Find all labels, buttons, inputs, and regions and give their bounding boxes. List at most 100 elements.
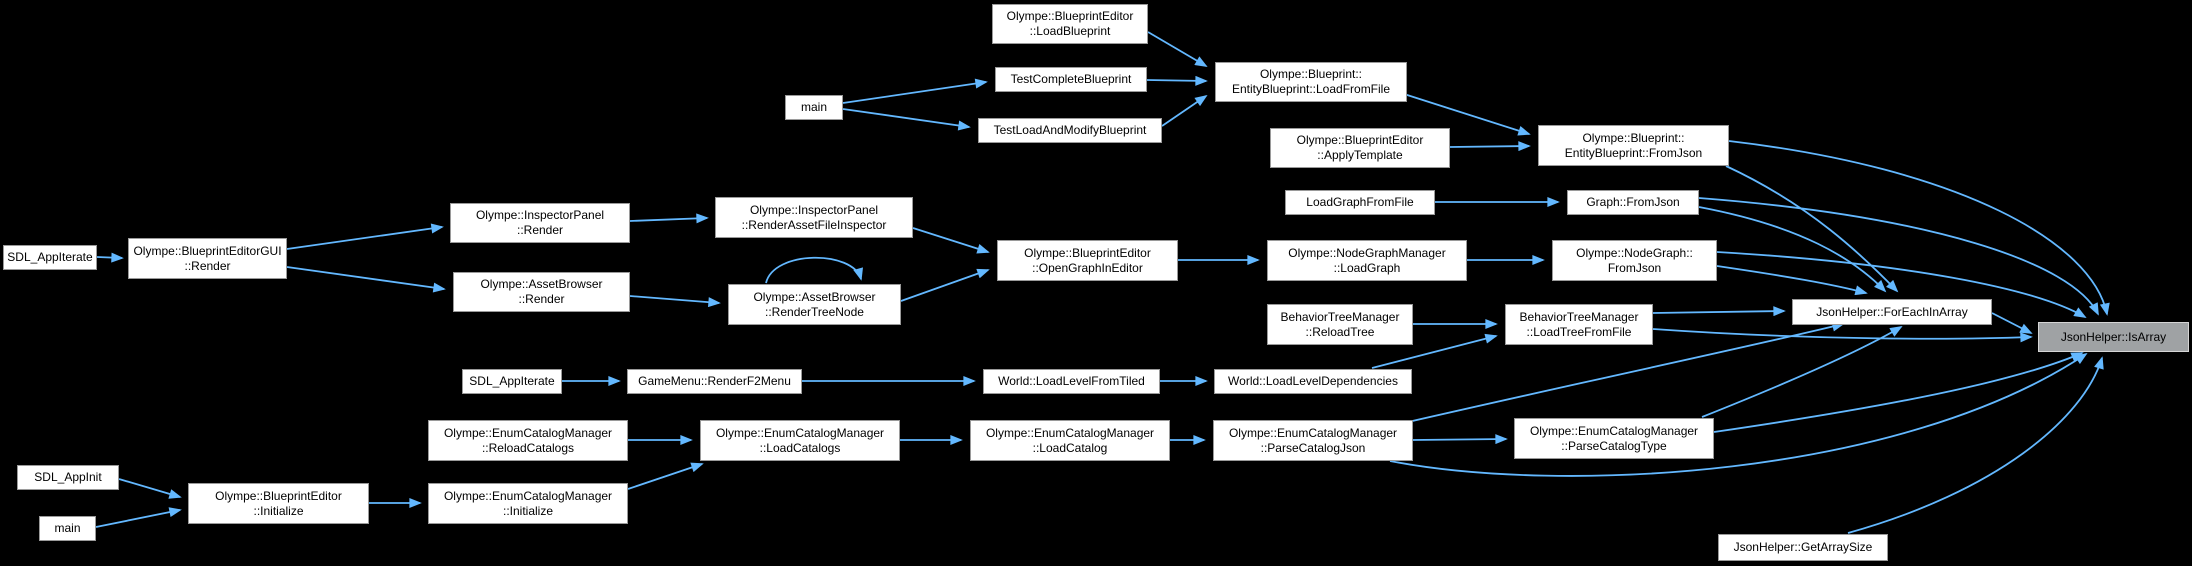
node-main-bottom[interactable]: main xyxy=(39,516,96,541)
node-world-load-level-dependencies[interactable]: World::LoadLevelDependencies xyxy=(1214,369,1412,394)
node-label-line: SDL_AppInit xyxy=(34,470,102,484)
edge-entity-blueprint-from-json-to-for-each-in-array xyxy=(1725,165,1899,293)
node-graph-from-json[interactable]: Graph::FromJson xyxy=(1567,190,1699,215)
node-label-line: ::LoadBlueprint xyxy=(1029,24,1111,38)
node-label-line: ::OpenGraphInEditor xyxy=(1032,260,1143,275)
node-label-line: ::ParseCatalogType xyxy=(1561,438,1667,453)
node-btm-load-tree-from-file[interactable]: BehaviorTreeManager::LoadTreeFromFile xyxy=(1505,304,1653,345)
edge-apply-template-to-entity-blueprint-from-json xyxy=(1449,141,1531,152)
node-ecm-parse-catalog-type[interactable]: Olympe::EnumCatalogManager::ParseCatalog… xyxy=(1514,418,1714,459)
edge-node-graph-from-json-to-is-array xyxy=(1716,251,2087,318)
node-test-load-and-modify-blueprint[interactable]: TestLoadAndModifyBlueprint xyxy=(978,118,1162,143)
node-label-line: ::ApplyTemplate xyxy=(1317,148,1403,162)
node-entity-blueprint-load-from-file[interactable]: Olympe::Blueprint::EntityBlueprint::Load… xyxy=(1215,62,1407,102)
node-label-line: ::RenderAssetFileInspector xyxy=(741,217,887,232)
edge-entity-blueprint-from-json-to-is-array xyxy=(1728,140,2110,316)
node-label-line: Graph::FromJson xyxy=(1586,195,1680,209)
node-entity-blueprint-from-json[interactable]: Olympe::Blueprint::EntityBlueprint::From… xyxy=(1538,125,1729,166)
node-label-line: TestLoadAndModifyBlueprint xyxy=(993,123,1147,137)
node-ecm-parse-catalog-json[interactable]: Olympe::EnumCatalogManager::ParseCatalog… xyxy=(1213,420,1413,461)
node-label-line: Olympe::NodeGraphManager xyxy=(1288,245,1446,260)
edge-get-array-size-to-is-array xyxy=(1847,356,2104,534)
edge-world-load-level-dependencies-to-btm-load-tree-from-file xyxy=(1371,333,1498,369)
node-label-line: Olympe::EnumCatalogManager xyxy=(715,425,885,440)
node-ecm-reload-catalogs[interactable]: Olympe::EnumCatalogManager::ReloadCatalo… xyxy=(428,420,628,461)
node-inspector-panel-render[interactable]: Olympe::InspectorPanel::Render xyxy=(450,203,630,243)
node-for-each-in-array[interactable]: JsonHelper::ForEachInArray xyxy=(1792,299,1992,325)
node-node-graph-from-json[interactable]: Olympe::NodeGraph::FromJson xyxy=(1552,240,1717,281)
node-label-line: Olympe::BlueprintEditor xyxy=(1024,245,1151,260)
node-load-blueprint[interactable]: Olympe::BlueprintEditor::LoadBlueprint xyxy=(992,4,1148,44)
node-label-line: BehaviorTreeManager xyxy=(1280,309,1400,324)
node-sdl-app-iterate-menu[interactable]: SDL_AppIterate xyxy=(462,369,562,394)
node-game-menu-render-f2-menu[interactable]: GameMenu::RenderF2Menu xyxy=(627,369,802,394)
node-label-line: World::LoadLevelDependencies xyxy=(1228,374,1398,388)
node-load-graph-from-file[interactable]: LoadGraphFromFile xyxy=(1285,190,1435,215)
edge-graph-from-json-to-for-each-in-array xyxy=(1698,206,1887,293)
edge-blueprint-editor-gui-render-to-inspector-panel-render xyxy=(286,223,444,250)
edge-render-tree-node-to-render-tree-node xyxy=(765,256,863,284)
node-label-line: ::RenderTreeNode xyxy=(765,304,864,319)
node-label-line: Olympe::BlueprintEditor xyxy=(215,488,342,503)
node-btm-reload-tree[interactable]: BehaviorTreeManager::ReloadTree xyxy=(1267,304,1413,345)
node-label-line: SDL_AppIterate xyxy=(7,250,93,264)
node-render-tree-node[interactable]: Olympe::AssetBrowser::RenderTreeNode xyxy=(728,284,901,325)
node-sdl-app-init[interactable]: SDL_AppInit xyxy=(17,465,119,490)
node-world-load-level-from-tiled[interactable]: World::LoadLevelFromTiled xyxy=(983,369,1160,394)
node-label-line: Olympe::AssetBrowser xyxy=(753,289,876,304)
node-blueprint-editor-gui-render[interactable]: Olympe::BlueprintEditorGUI::Render xyxy=(128,238,287,279)
node-label-line: ::LoadCatalog xyxy=(1032,440,1108,455)
edge-main-top-to-test-load-and-modify-blueprint xyxy=(842,108,971,131)
node-label-line: Olympe::Blueprint:: xyxy=(1259,67,1363,81)
edge-ecm-parse-catalog-json-to-for-each-in-array xyxy=(1407,321,1845,423)
node-main-top[interactable]: main xyxy=(785,95,843,120)
edge-load-blueprint-to-entity-blueprint-load-from-file xyxy=(1147,31,1208,67)
node-label-line: ::ReloadCatalogs xyxy=(481,440,575,455)
node-ecm-load-catalog[interactable]: Olympe::EnumCatalogManager::LoadCatalog xyxy=(970,420,1170,461)
edge-btm-load-tree-from-file-to-is-array xyxy=(1652,328,2033,343)
node-test-complete-blueprint[interactable]: TestCompleteBlueprint xyxy=(995,67,1147,92)
node-label-line: LoadGraphFromFile xyxy=(1306,195,1414,209)
edge-ecm-parse-catalog-type-to-for-each-in-array xyxy=(1701,326,1903,418)
node-label-line: ::LoadCatalogs xyxy=(759,440,841,455)
edge-test-load-and-modify-blueprint-to-entity-blueprint-load-from-file xyxy=(1161,94,1208,127)
node-ecm-load-catalogs[interactable]: Olympe::EnumCatalogManager::LoadCatalogs xyxy=(700,420,900,461)
node-get-array-size[interactable]: JsonHelper::GetArraySize xyxy=(1718,534,1888,561)
edge-ecm-parse-catalog-json-to-is-array xyxy=(1389,352,2088,477)
edge-sdl-app-iterate-render-to-blueprint-editor-gui-render xyxy=(96,252,124,263)
edge-graph-from-json-to-is-array xyxy=(1698,197,2099,316)
node-blueprint-editor-initialize[interactable]: Olympe::BlueprintEditor::Initialize xyxy=(188,483,369,524)
node-sdl-app-iterate-render[interactable]: SDL_AppIterate xyxy=(3,245,97,270)
node-label-line: Olympe::EnumCatalogManager xyxy=(443,488,613,503)
node-label-line: Olympe::EnumCatalogManager xyxy=(443,425,613,440)
node-label-line: ::ParseCatalogJson xyxy=(1260,440,1366,455)
node-label-line: ::Render xyxy=(518,292,565,306)
edge-main-bottom-to-blueprint-editor-initialize xyxy=(95,507,182,528)
node-label-line: main xyxy=(54,521,81,535)
node-label-line: BehaviorTreeManager xyxy=(1519,309,1639,324)
edge-render-asset-file-inspector-to-open-graph-in-editor xyxy=(912,227,990,254)
node-apply-template[interactable]: Olympe::BlueprintEditor::ApplyTemplate xyxy=(1270,128,1450,168)
node-label-line: Olympe::EnumCatalogManager xyxy=(985,425,1155,440)
node-label-line: ::Initialize xyxy=(253,503,304,518)
node-ecm-initialize[interactable]: Olympe::EnumCatalogManager::Initialize xyxy=(428,483,628,524)
node-label-line: Olympe::NodeGraph:: xyxy=(1576,245,1693,260)
edge-main-top-to-test-complete-blueprint xyxy=(842,78,988,104)
node-label-line: FromJson xyxy=(1607,260,1662,275)
node-asset-browser-render[interactable]: Olympe::AssetBrowser::Render xyxy=(453,272,630,312)
node-render-asset-file-inspector[interactable]: Olympe::InspectorPanel::RenderAssetFileI… xyxy=(715,197,913,238)
edge-btm-load-tree-from-file-to-for-each-in-array xyxy=(1652,306,1786,317)
edge-for-each-in-array-to-is-array xyxy=(1991,312,2033,334)
node-ngm-load-graph[interactable]: Olympe::NodeGraphManager::LoadGraph xyxy=(1267,240,1467,281)
edge-render-tree-node-to-open-graph-in-editor xyxy=(900,268,990,302)
node-label-line: Olympe::AssetBrowser xyxy=(480,277,603,291)
edge-node-graph-from-json-to-for-each-in-array xyxy=(1716,265,1868,296)
node-label-line: EntityBlueprint::FromJson xyxy=(1564,145,1703,160)
edge-ecm-initialize-to-ecm-load-catalogs xyxy=(627,462,704,490)
node-label-line: JsonHelper::ForEachInArray xyxy=(1816,304,1968,319)
node-label-line: Olympe::Blueprint:: xyxy=(1582,130,1685,145)
node-open-graph-in-editor[interactable]: Olympe::BlueprintEditor::OpenGraphInEdit… xyxy=(997,240,1178,281)
node-label-line: Olympe::EnumCatalogManager xyxy=(1529,423,1699,438)
